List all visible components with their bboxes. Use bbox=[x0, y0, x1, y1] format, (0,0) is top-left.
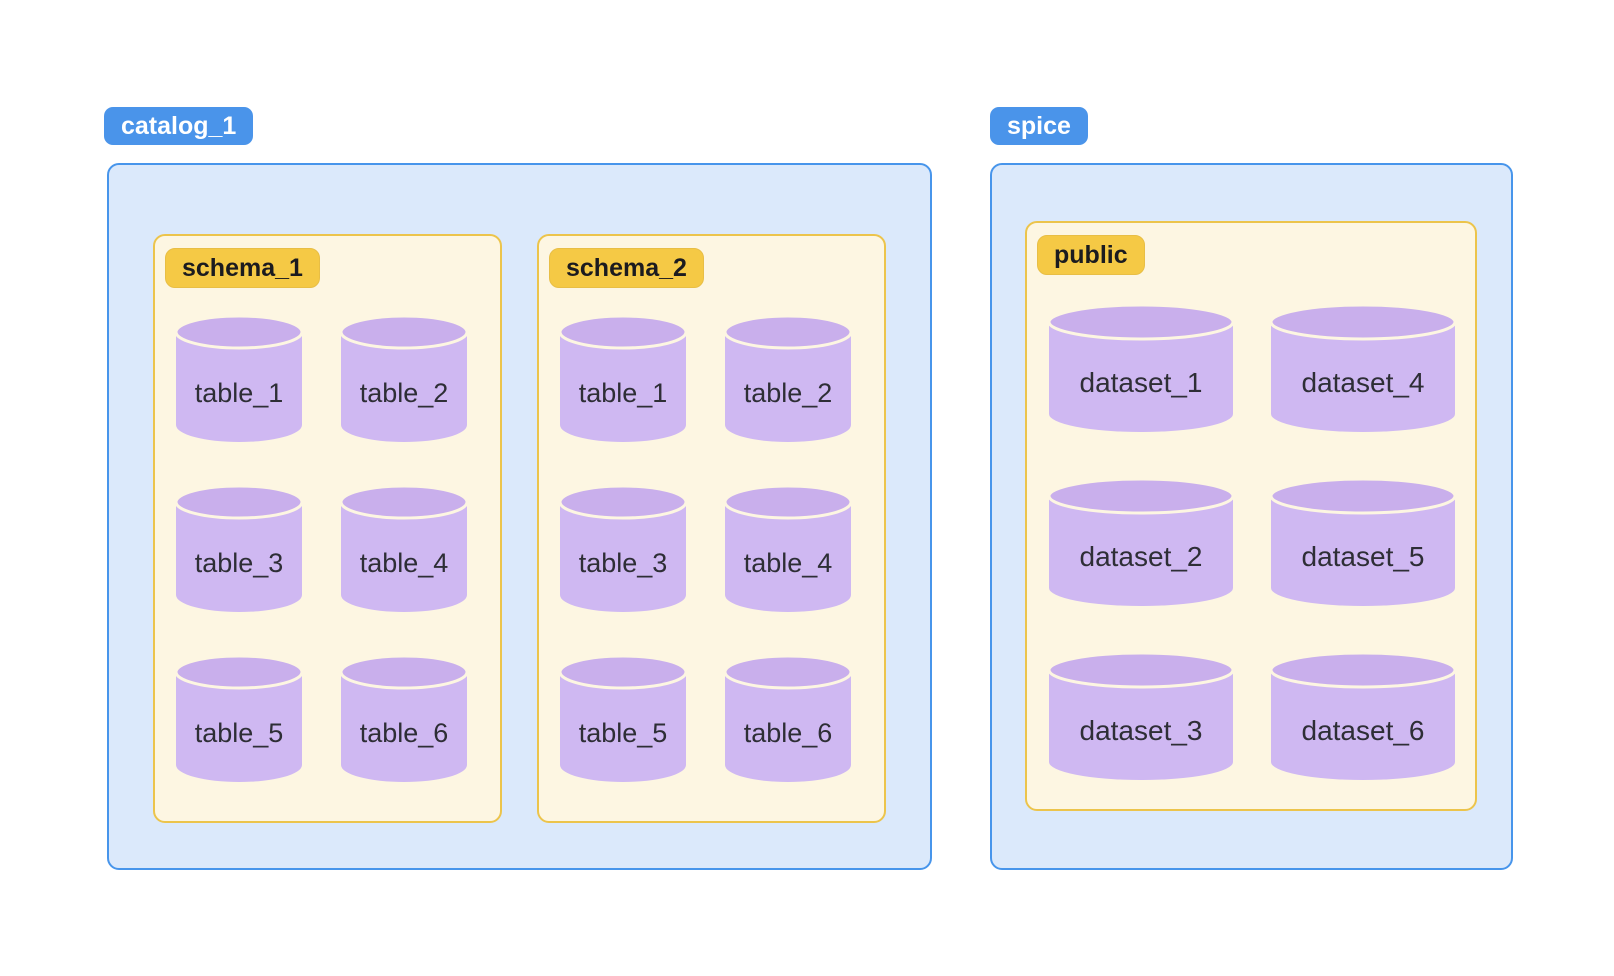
database-cylinder-icon bbox=[559, 655, 687, 782]
table-label: table_1 bbox=[194, 378, 284, 408]
schema-2-badge: schema_2 bbox=[549, 248, 704, 288]
table-label: table_4 bbox=[359, 548, 449, 578]
table-label: table_5 bbox=[578, 718, 668, 748]
database-cylinder-icon bbox=[559, 315, 687, 442]
table-cylinder: table_1 bbox=[559, 315, 687, 442]
table-label: table_3 bbox=[578, 548, 668, 578]
table-label: table_5 bbox=[194, 718, 284, 748]
database-cylinder-icon bbox=[175, 655, 303, 782]
spice-container: public dataset_1 dataset_4 bbox=[990, 163, 1513, 870]
schema-2-panel: schema_2 table_1 table_2 bbox=[537, 234, 886, 823]
database-cylinder-icon bbox=[559, 485, 687, 612]
dataset-cylinder: dataset_1 bbox=[1048, 304, 1234, 432]
dataset-label: dataset_3 bbox=[1079, 715, 1203, 746]
table-cylinder: table_2 bbox=[724, 315, 852, 442]
dataset-cylinder: dataset_2 bbox=[1048, 478, 1234, 606]
database-cylinder-icon bbox=[1048, 304, 1234, 432]
database-cylinder-icon bbox=[175, 315, 303, 442]
table-label: table_2 bbox=[359, 378, 449, 408]
database-cylinder-icon bbox=[724, 315, 852, 442]
dataset-cylinder: dataset_4 bbox=[1270, 304, 1456, 432]
database-cylinder-icon bbox=[1270, 304, 1456, 432]
table-cylinder: table_2 bbox=[340, 315, 468, 442]
schema-1-badge: schema_1 bbox=[165, 248, 320, 288]
table-cylinder: table_3 bbox=[559, 485, 687, 612]
dataset-label: dataset_5 bbox=[1301, 541, 1425, 572]
catalog-1-badge: catalog_1 bbox=[104, 107, 254, 145]
table-cylinder: table_1 bbox=[175, 315, 303, 442]
table-label: table_4 bbox=[743, 548, 833, 578]
database-cylinder-icon bbox=[1270, 478, 1456, 606]
table-cylinder: table_4 bbox=[340, 485, 468, 612]
database-cylinder-icon bbox=[1048, 652, 1234, 780]
table-label: table_6 bbox=[743, 718, 833, 748]
database-cylinder-icon bbox=[724, 655, 852, 782]
table-cylinder: table_6 bbox=[724, 655, 852, 782]
dataset-label: dataset_2 bbox=[1079, 541, 1203, 572]
table-cylinder: table_6 bbox=[340, 655, 468, 782]
database-cylinder-icon bbox=[340, 655, 468, 782]
table-label: table_6 bbox=[359, 718, 449, 748]
dataset-cylinder: dataset_3 bbox=[1048, 652, 1234, 780]
table-cylinder: table_4 bbox=[724, 485, 852, 612]
database-cylinder-icon bbox=[175, 485, 303, 612]
table-cylinder: table_5 bbox=[559, 655, 687, 782]
public-panel: public dataset_1 dataset_4 bbox=[1025, 221, 1477, 811]
public-badge: public bbox=[1037, 235, 1145, 275]
table-label: table_3 bbox=[194, 548, 284, 578]
dataset-label: dataset_4 bbox=[1301, 367, 1425, 398]
database-cylinder-icon bbox=[724, 485, 852, 612]
dataset-cylinder: dataset_5 bbox=[1270, 478, 1456, 606]
schema-1-panel: schema_1 table_1 table_2 bbox=[153, 234, 502, 823]
database-cylinder-icon bbox=[1048, 478, 1234, 606]
database-cylinder-icon bbox=[340, 485, 468, 612]
dataset-label: dataset_1 bbox=[1079, 367, 1203, 398]
dataset-cylinder: dataset_6 bbox=[1270, 652, 1456, 780]
database-cylinder-icon bbox=[1270, 652, 1456, 780]
dataset-label: dataset_6 bbox=[1301, 715, 1425, 746]
catalog-1-container: schema_1 table_1 table_2 bbox=[107, 163, 932, 870]
spice-badge: spice bbox=[990, 107, 1088, 145]
table-cylinder: table_5 bbox=[175, 655, 303, 782]
table-cylinder: table_3 bbox=[175, 485, 303, 612]
database-cylinder-icon bbox=[340, 315, 468, 442]
table-label: table_1 bbox=[578, 378, 668, 408]
table-label: table_2 bbox=[743, 378, 833, 408]
